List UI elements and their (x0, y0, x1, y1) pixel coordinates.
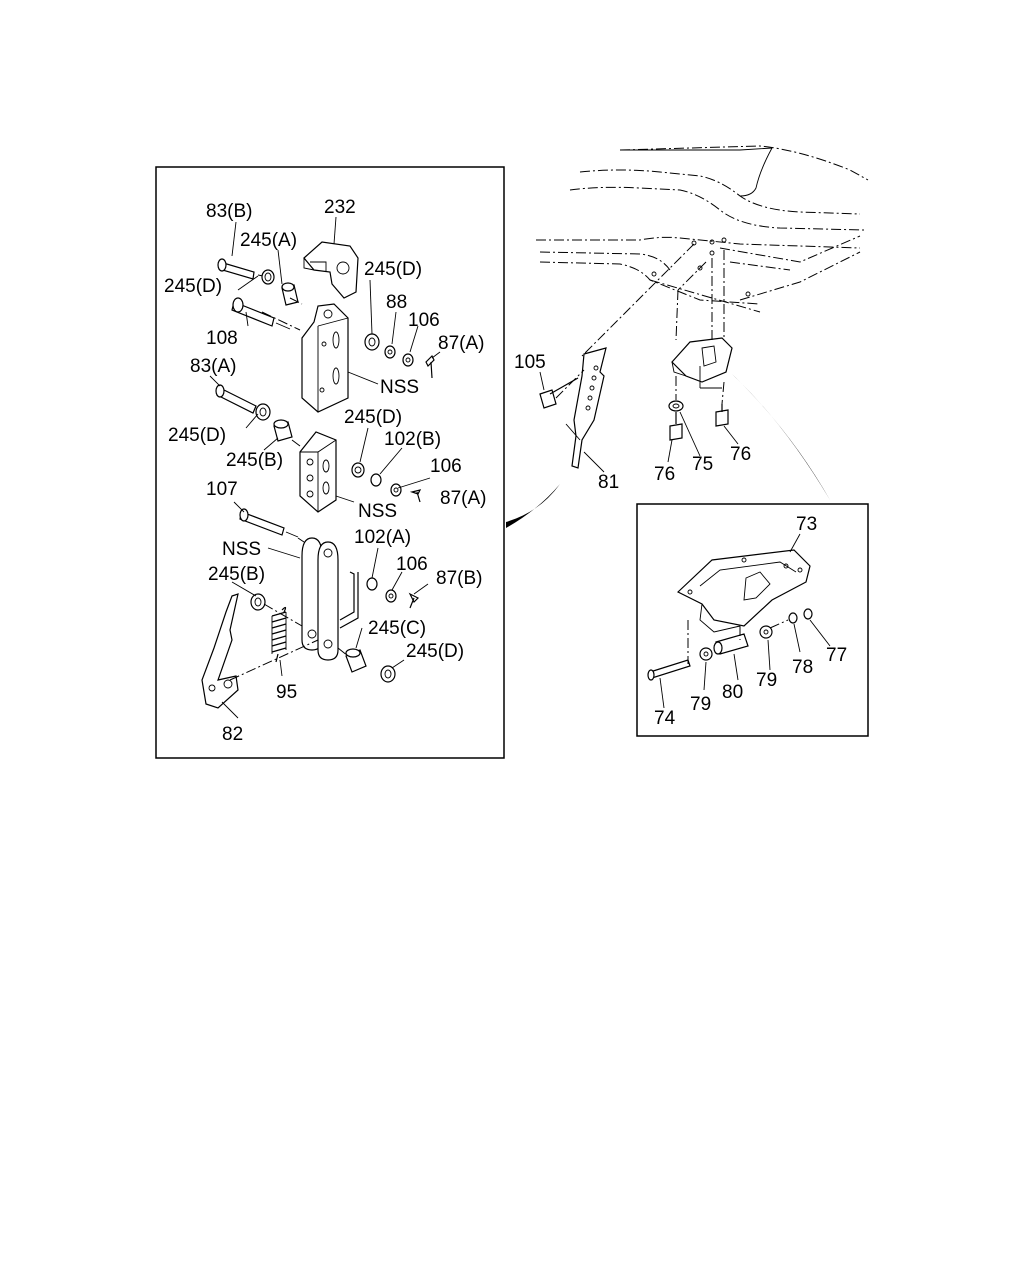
clip-77 (803, 608, 813, 620)
label-108: 108 (206, 328, 238, 349)
label-106-2: 106 (430, 456, 462, 477)
label-106-3: 106 (396, 554, 428, 575)
label-nss-3: NSS (222, 539, 261, 560)
label-245b-1: 245(B) (226, 450, 283, 471)
bushing-245b-b (250, 593, 266, 611)
label-79-2: 79 (690, 694, 711, 715)
label-245d-4: 245(D) (168, 425, 226, 446)
label-102a: 102(A) (354, 527, 411, 548)
bracket-nss-upper (301, 303, 349, 413)
label-87b: 87(B) (436, 568, 482, 589)
bushing-245d-b (364, 333, 380, 351)
label-87a-1: 87(A) (438, 333, 484, 354)
label-76-2: 76 (730, 444, 751, 465)
label-95: 95 (276, 682, 297, 703)
bushing-245d-d (351, 462, 365, 478)
label-245a: 245(A) (240, 230, 297, 251)
bracket-nss-middle (299, 431, 337, 513)
label-245c: 245(C) (368, 618, 426, 639)
callout-arc-box2 (732, 374, 830, 500)
label-102b: 102(B) (384, 429, 441, 450)
label-245d-3: 245(D) (344, 407, 402, 428)
leader-lines-box1 (209, 216, 441, 719)
washer-106-b (390, 483, 402, 497)
label-80: 80 (722, 682, 743, 703)
washer-88 (384, 345, 396, 359)
cotter-pin-87a-b (409, 489, 422, 503)
label-245d-1: 245(D) (164, 276, 222, 297)
label-73: 73 (796, 514, 817, 535)
bushing-79-left (699, 647, 713, 661)
washer-102a (366, 577, 378, 591)
pin-108 (231, 297, 291, 330)
label-81: 81 (598, 472, 619, 493)
label-106-1: 106 (408, 310, 440, 331)
label-105: 105 (514, 352, 546, 373)
label-74: 74 (654, 708, 676, 729)
lever-81 (565, 347, 607, 469)
bolt-105 (539, 369, 585, 409)
cotter-pin-87b (408, 592, 420, 609)
callout-arc-box1 (506, 484, 560, 528)
washer-78 (788, 612, 798, 624)
label-75: 75 (692, 454, 713, 475)
washer-75 (668, 400, 684, 412)
bushing-245d-e (380, 665, 396, 683)
pin-74 (647, 659, 691, 681)
lever-plate-nss (301, 537, 359, 661)
bushing-245b-a (273, 419, 293, 442)
label-245b-2: 245(B) (208, 564, 265, 585)
bushing-245d-c (255, 403, 271, 421)
vehicle-underbody-view: 105 81 76 75 76 (514, 145, 869, 493)
label-245d-5: 245(D) (406, 641, 464, 662)
bolt-76-right (715, 404, 729, 427)
label-107: 107 (206, 479, 238, 500)
label-83b: 83(B) (206, 201, 252, 222)
label-88: 88 (386, 292, 407, 313)
bushing-245d-a (261, 269, 275, 285)
label-78: 78 (792, 657, 813, 678)
washer-106-c (385, 589, 397, 603)
bushing-79-right (759, 625, 773, 639)
lever-82 (201, 593, 239, 709)
mounting-bracket (671, 337, 733, 383)
label-245d-2: 245(D) (364, 259, 422, 280)
detail-box-2-frame (636, 503, 869, 737)
washer-106-a (402, 353, 414, 367)
labels-box1: 83(B) 232 245(A) 245(D) 245(D) 88 106 10… (164, 197, 486, 745)
cotter-pin-87a-a (425, 354, 435, 379)
washer-102b (370, 473, 382, 487)
pin-83a (215, 384, 257, 414)
pin-107 (239, 508, 299, 538)
detail-box-bracket: 73 77 78 79 80 79 74 (636, 503, 869, 737)
detail-box-linkage: 83(B) 232 245(A) 245(D) 245(D) 88 106 10… (155, 166, 505, 759)
label-76-1: 76 (654, 464, 675, 485)
label-nss-2: NSS (358, 501, 397, 522)
label-83a: 83(A) (190, 356, 236, 377)
label-82: 82 (222, 724, 243, 745)
bracket-232 (303, 241, 359, 299)
bushing-245c (345, 648, 367, 673)
label-87a-2: 87(A) (440, 488, 486, 509)
spring-95 (271, 606, 287, 663)
bracket-73 (676, 549, 811, 633)
label-nss-1: NSS (380, 377, 419, 398)
bolt-76-left (669, 412, 683, 441)
label-79-1: 79 (756, 670, 777, 691)
label-77: 77 (826, 645, 847, 666)
label-232: 232 (324, 197, 356, 218)
